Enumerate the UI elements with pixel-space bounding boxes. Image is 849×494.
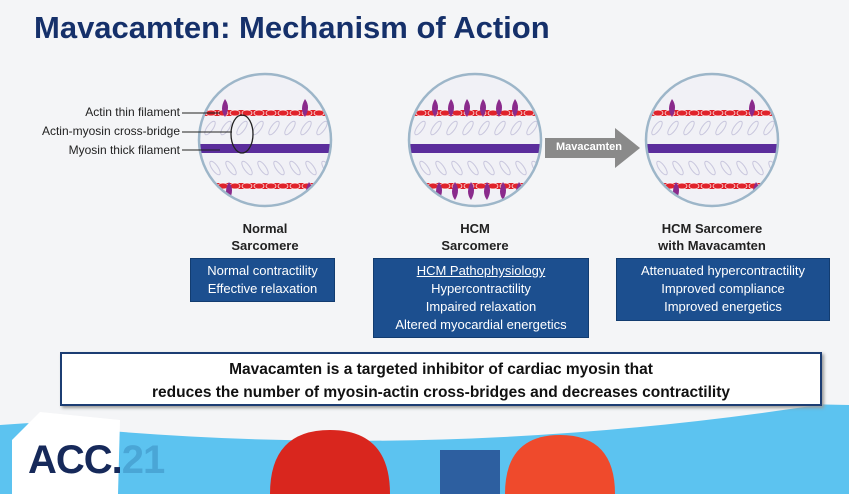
myosin-head <box>512 99 518 117</box>
myosin-filament <box>646 144 778 153</box>
caption-mavacamten: HCM Sarcomere with Mavacamten <box>632 220 792 254</box>
box-heading: HCM Pathophysiology <box>416 263 546 278</box>
summary-line: Mavacamten is a targeted inhibitor of ca… <box>229 361 653 378</box>
label-myosin: Myosin thick filament <box>68 143 180 157</box>
myosin-filament <box>199 144 331 153</box>
myosin-head <box>432 99 438 117</box>
myosin-head <box>448 99 454 117</box>
sarcomere-circle <box>199 74 331 206</box>
myosin-head <box>480 99 486 117</box>
myosin-head <box>749 99 755 117</box>
sarcomere-circle <box>646 74 778 206</box>
caption-line: Normal <box>242 221 288 236</box>
myosin-head <box>669 99 675 117</box>
actin-filament <box>646 110 778 116</box>
caption-hcm: HCM Sarcomere <box>405 220 545 254</box>
box-line: Altered myocardial energetics <box>395 317 567 332</box>
caption-line: HCM <box>460 221 490 236</box>
arrow-icon <box>545 128 640 168</box>
box-line: Attenuated hypercontractility <box>640 263 806 278</box>
caption-line: Sarcomere <box>231 238 299 253</box>
box-line: Improved compliance <box>661 281 785 296</box>
myosin-head <box>496 99 502 117</box>
box-line: Effective relaxation <box>207 281 318 296</box>
summary-box: Mavacamten is a targeted inhibitor of ca… <box>60 352 822 406</box>
heart-art <box>270 430 390 494</box>
box-line: Hypercontractility <box>431 281 531 296</box>
caption-line: HCM Sarcomere <box>661 221 763 236</box>
box-line: Normal contractility <box>207 263 318 278</box>
acc21-logo: ACC.21 <box>28 438 165 482</box>
myosin-head <box>222 99 228 117</box>
myosin-head <box>302 99 308 117</box>
arrow-label: Mavacamten <box>555 141 623 153</box>
caption-line: Sarcomere <box>441 238 509 253</box>
summary-line: reduces the number of myosin-actin cross… <box>152 384 730 401</box>
actin-filament <box>409 110 541 116</box>
myosin-head <box>464 99 470 117</box>
label-actin: Actin thin filament <box>85 105 180 119</box>
label-crossbridge: Actin-myosin cross-bridge <box>41 124 180 138</box>
box-line: Improved energetics <box>664 299 782 314</box>
caption-line: with Mavacamten <box>658 238 766 253</box>
box-line: Impaired relaxation <box>425 299 537 314</box>
mavacamten-box: Attenuated hypercontractility Improved c… <box>616 258 830 321</box>
myosin-filament <box>409 144 541 153</box>
hcm-box: HCM Pathophysiology Hypercontractility I… <box>373 258 589 338</box>
actin-filament <box>199 110 331 116</box>
slide-title: Mavacamten: Mechanism of Action <box>34 10 550 45</box>
logo-accent: 21 <box>121 438 165 482</box>
sarcomere-circle <box>409 74 541 206</box>
logo-text: ACC. <box>28 438 123 482</box>
logo-card <box>12 412 120 494</box>
normal-box: Normal contractility Effective relaxatio… <box>190 258 335 302</box>
